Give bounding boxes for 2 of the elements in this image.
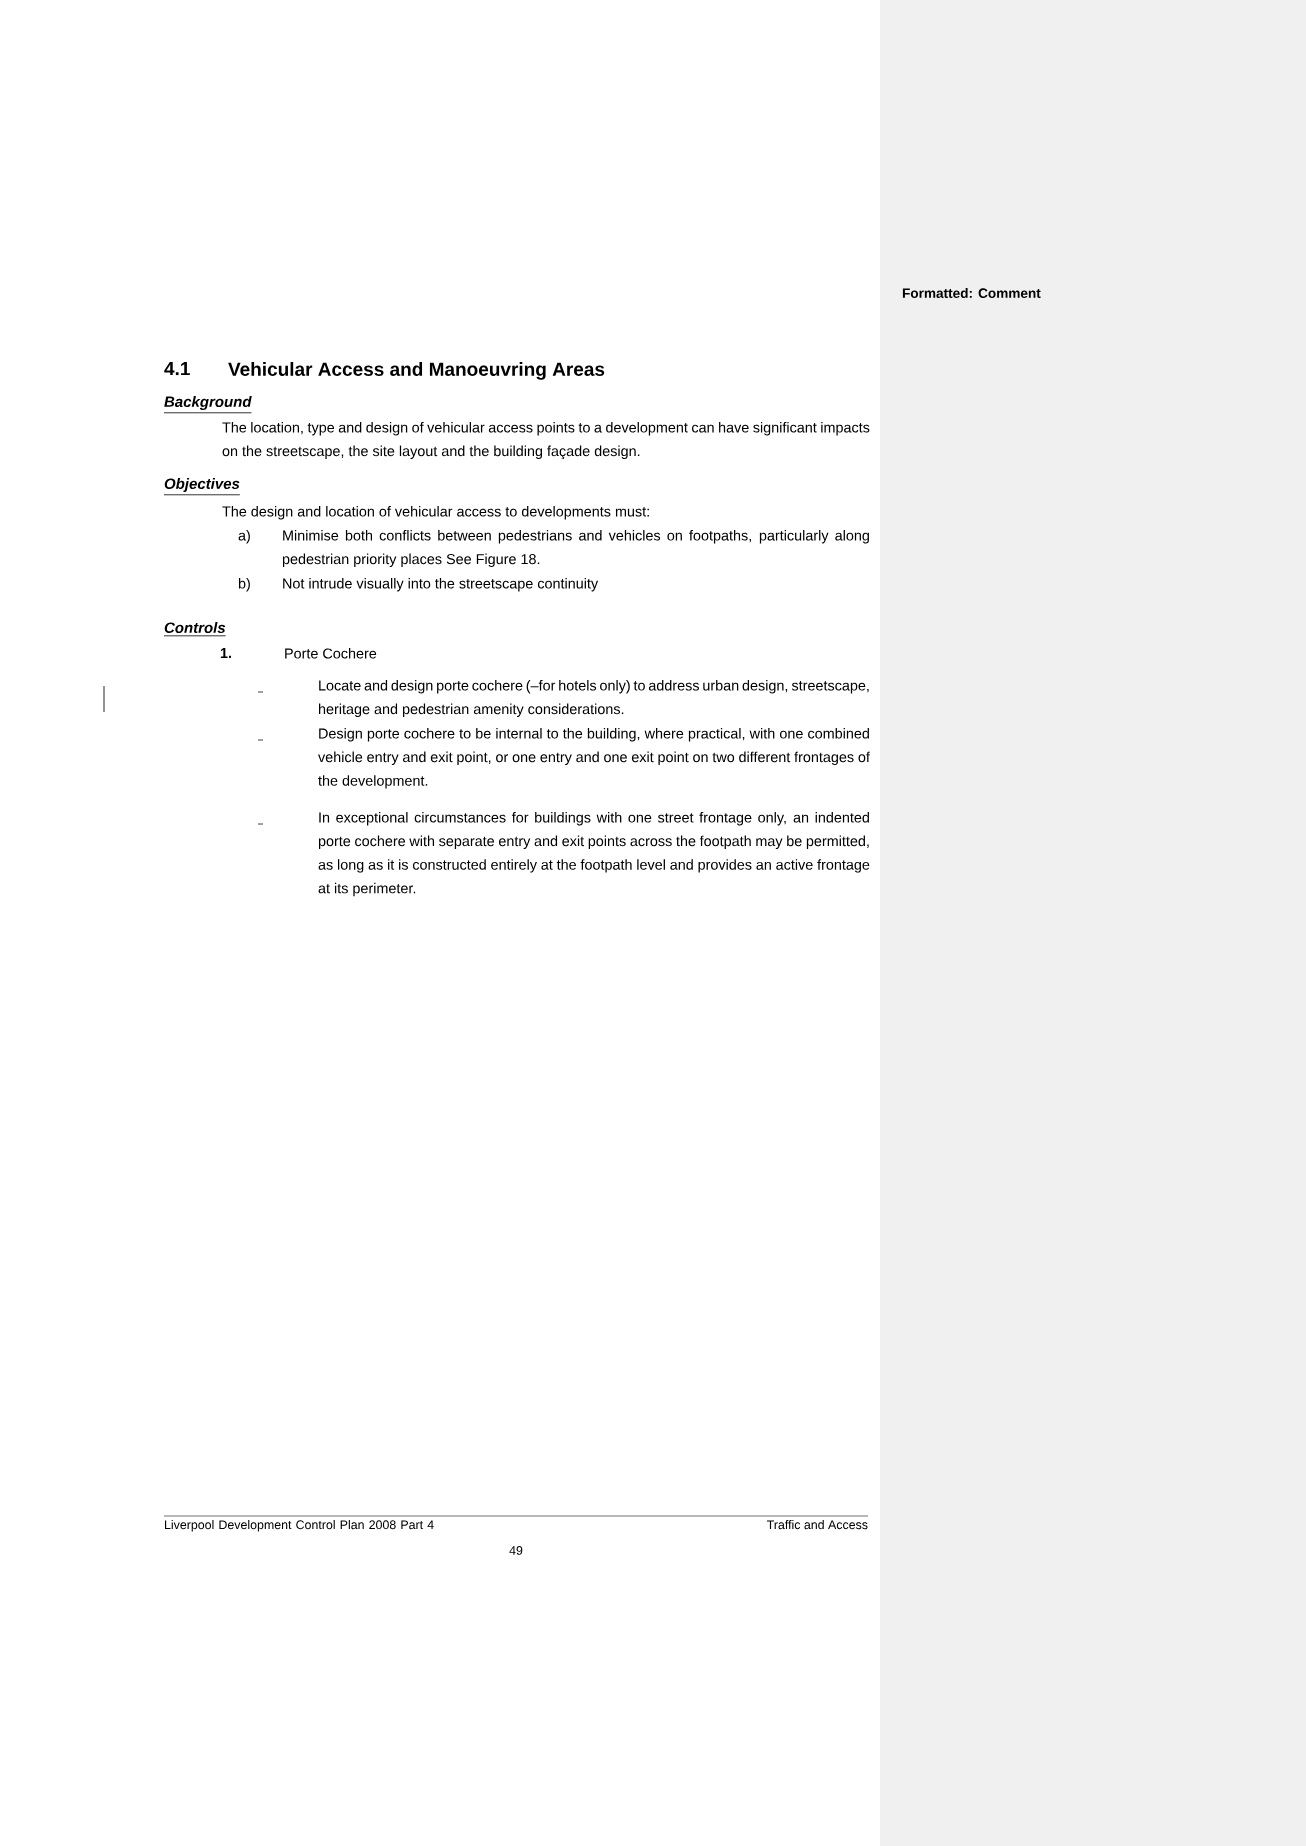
section-heading: Vehicular Access and Manoeuvring Areas [228, 362, 605, 380]
section-number: 4.1 [164, 362, 190, 376]
